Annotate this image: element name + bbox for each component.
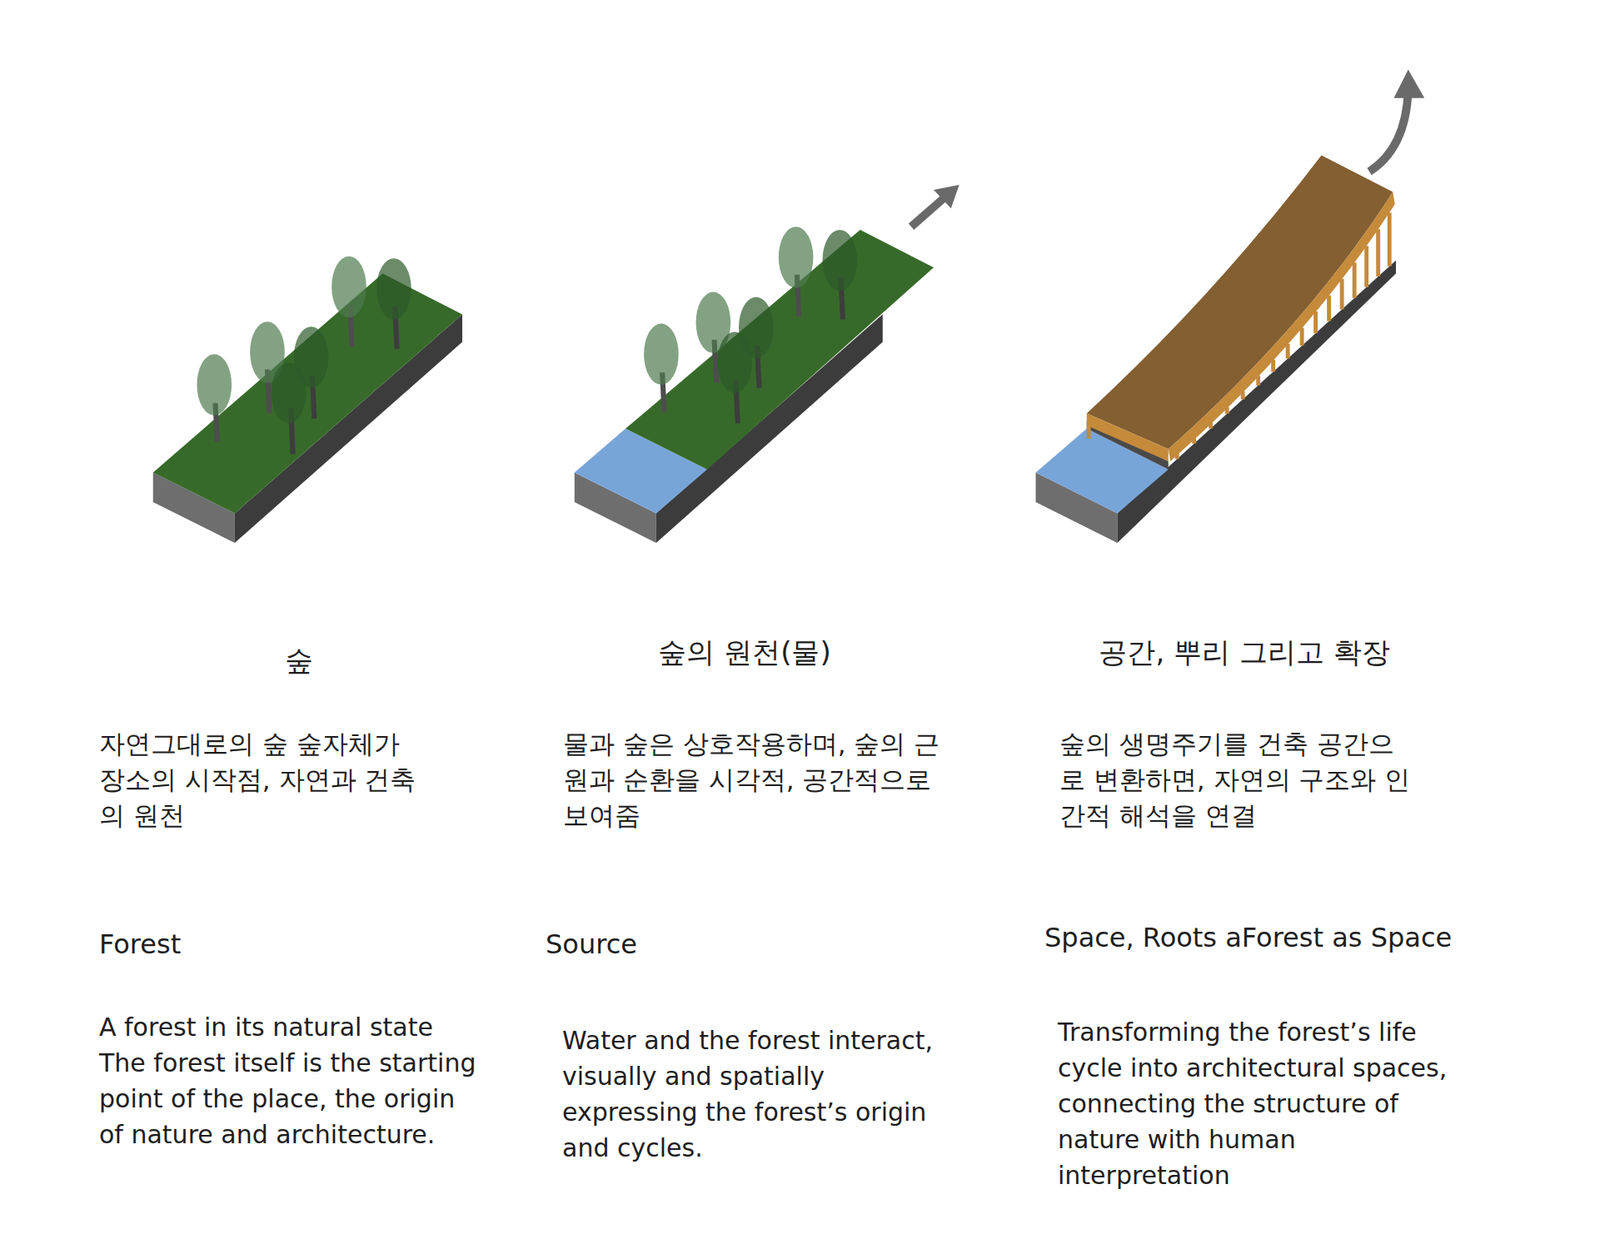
heading-ko: 숲 [257,641,341,680]
forest-slab [153,256,463,544]
column-stroke [1375,229,1381,277]
body-en: A forest in its natural state The forest… [99,1009,483,1153]
heading-ko: 숲의 원천(물) [619,633,870,672]
column-stroke [1300,328,1305,347]
column-stroke [1326,295,1331,322]
heading-ko: 공간, 뿌리 그리고 확장 [1061,633,1428,672]
body-ko: 물과 숲은 상호작용하며, 숲의 근원과 순환을 시각적, 공간적으로 보여줌 [563,726,955,834]
space-slab [1036,69,1426,544]
column-stroke [1387,212,1392,266]
heading-en: Source [545,926,796,963]
heading-en: Forest [99,926,349,963]
body-ko: 자연그대로의 숲 숲자체가 장소의 시작점, 자연과 건축의 원천 [99,726,433,834]
column-stroke [1340,279,1345,310]
column-stroke [1352,262,1357,299]
body-ko: 숲의 생명주기를 건축 공간으로 변환하면, 자연의 구조와 인간적 해석을 연… [1059,726,1418,834]
heading-en: Space, Roots aForest as Space [1044,919,1511,957]
body-en: Water and the forest interact, visually … [562,1022,954,1167]
column-stroke [1364,245,1369,287]
body-en: Transforming the forest’s life cycle int… [1057,1014,1475,1194]
column-stroke [1313,311,1318,334]
source-slab [574,184,960,544]
